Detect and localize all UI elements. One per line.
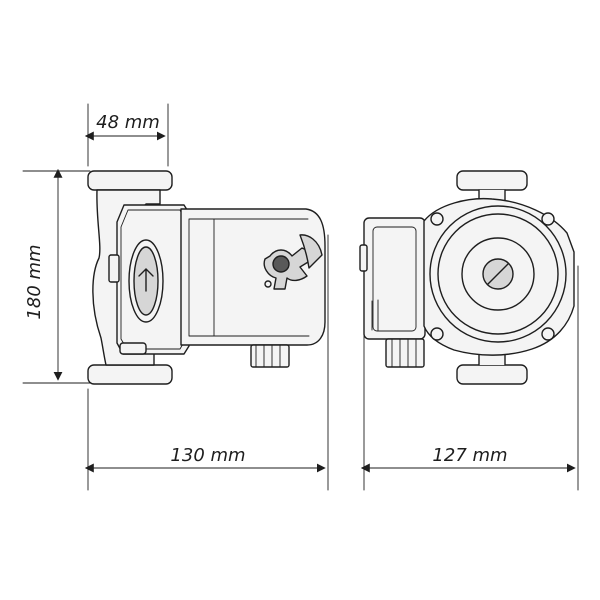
front-bolt-top-left (430, 212, 444, 226)
front-bolt-bottom-left (430, 327, 444, 341)
side-indicator-dot (264, 280, 272, 288)
front-terminal-box-inner (372, 226, 417, 332)
side-bottom-fitting (250, 344, 290, 368)
side-control-center (272, 255, 290, 273)
side-width-label: 130 mm (170, 445, 245, 466)
front-left-latch (359, 244, 368, 272)
side-bottom-flange (87, 364, 173, 385)
side-top-flange (87, 170, 173, 191)
side-left-nub (108, 254, 120, 283)
side-motor-body (180, 208, 326, 346)
front-top-flange (456, 170, 528, 191)
side-view-pump (87, 170, 326, 385)
up-arrow-icon (138, 268, 154, 292)
side-bottom-fitting-lines (255, 344, 281, 368)
front-bottom-flange (456, 364, 528, 385)
front-bottom-fitting (385, 338, 425, 368)
height-label: 180 mm (24, 244, 45, 319)
front-terminal-ribs (371, 299, 379, 332)
front-width-label: 127 mm (432, 445, 507, 466)
front-bottom-fitting-lines (391, 338, 417, 368)
side-lower-nub (119, 342, 147, 355)
front-bolt-top-right (541, 212, 555, 226)
side-motor-inner-lines (188, 218, 310, 337)
front-bolt-bottom-right (541, 327, 555, 341)
front-rotor-ring (437, 213, 559, 335)
front-view-pump (359, 170, 575, 385)
side-control-cap (299, 234, 323, 269)
front-center-screw-slot (487, 263, 509, 285)
top-width-label: 48 mm (96, 112, 160, 133)
